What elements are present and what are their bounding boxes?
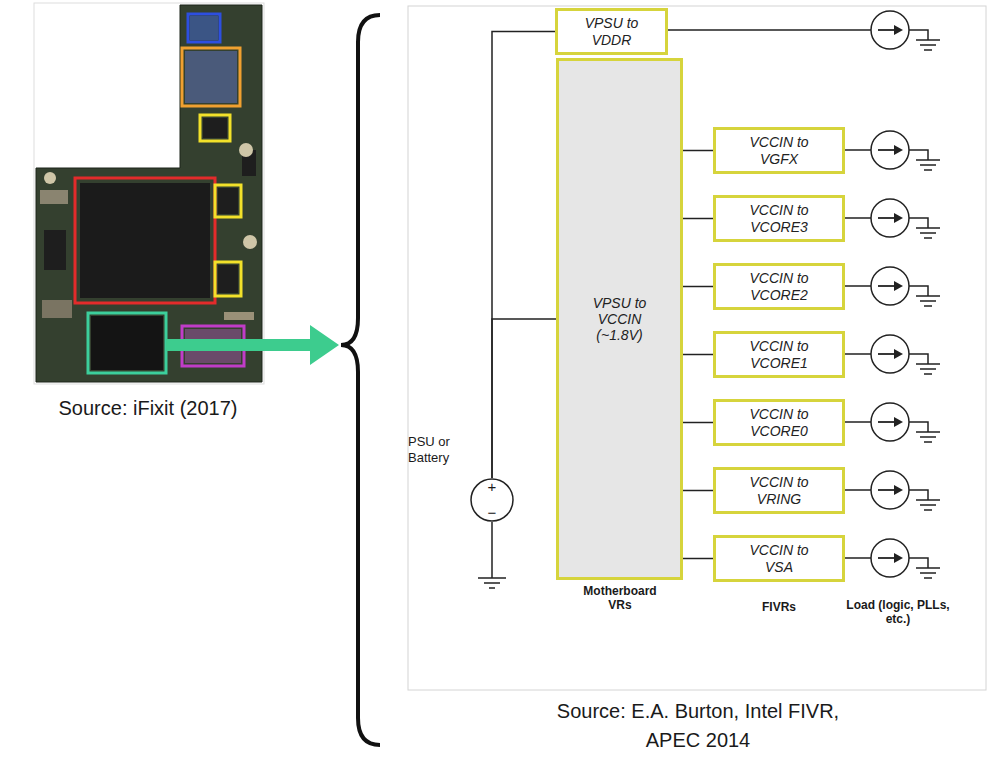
highlight-box bbox=[182, 48, 240, 106]
wire-connector bbox=[492, 319, 556, 478]
fivr-box: VCCIN to VRING bbox=[713, 467, 845, 514]
curly-brace bbox=[341, 15, 380, 745]
column-label: FIVRs bbox=[740, 600, 818, 614]
processor-chip bbox=[80, 183, 210, 298]
fivr-box: VCCIN to VGFX bbox=[713, 127, 845, 174]
fivr-box: VCCIN to VCORE1 bbox=[713, 331, 845, 378]
highlight-box bbox=[215, 185, 241, 217]
box-label: VCCIN to VRING bbox=[739, 474, 819, 506]
wire-connector bbox=[683, 422, 713, 424]
box-label: VCCIN to VCORE3 bbox=[739, 202, 819, 234]
wire-connector bbox=[683, 354, 713, 356]
highlight-box bbox=[215, 262, 241, 296]
box-label: VCCIN to VGFX bbox=[739, 134, 819, 166]
regulator-box: VPSU to VDDR bbox=[555, 8, 668, 55]
box-label: VPSU to VCCIN (~1.8V) bbox=[589, 295, 651, 343]
highlight-box bbox=[188, 14, 220, 42]
wire-connector bbox=[683, 286, 713, 288]
current-source bbox=[871, 335, 940, 374]
current-source bbox=[871, 471, 940, 510]
fivr-box: VCCIN to VCORE0 bbox=[713, 399, 845, 446]
photo-frame bbox=[34, 3, 264, 384]
fivr-box: VCCIN to VCORE3 bbox=[713, 195, 845, 242]
wire-connector bbox=[683, 490, 713, 492]
source-caption: Source: iFixit (2017) bbox=[18, 396, 278, 421]
chip bbox=[190, 16, 218, 40]
chip bbox=[203, 118, 227, 138]
fivr-box: VCCIN to VSA bbox=[713, 535, 845, 582]
ground-symbol bbox=[478, 522, 506, 588]
box-label: VCCIN to VCORE0 bbox=[739, 406, 819, 438]
current-source bbox=[871, 403, 940, 442]
current-source bbox=[871, 267, 940, 306]
wire-connector bbox=[683, 218, 713, 220]
current-source bbox=[871, 131, 940, 170]
wire-connector bbox=[683, 150, 713, 152]
column-label: Motherboard VRs bbox=[576, 584, 664, 613]
box-label: VPSU to VDDR bbox=[572, 15, 652, 47]
current-source bbox=[871, 539, 940, 578]
board-components bbox=[40, 143, 257, 320]
chip bbox=[185, 51, 237, 103]
circuit-board bbox=[36, 5, 262, 382]
pmic-chip bbox=[91, 316, 163, 370]
battery-symbol: PSU or Battery+− bbox=[470, 478, 514, 522]
highlight-box bbox=[200, 115, 230, 141]
diagram-panel bbox=[408, 6, 986, 690]
current-source bbox=[871, 11, 940, 50]
polarity-sign: − bbox=[470, 505, 514, 520]
column-label: Load (logic, PLLs, etc.) bbox=[834, 598, 962, 627]
current-source bbox=[871, 199, 940, 238]
wire-connector bbox=[492, 32, 555, 479]
battery-label: PSU or Battery bbox=[408, 434, 466, 465]
wire-connector bbox=[683, 558, 713, 560]
box-label: VCCIN to VCORE1 bbox=[739, 338, 819, 370]
source-caption: Source: E.A. Burton, Intel FIVR, APEC 20… bbox=[528, 697, 868, 755]
fivr-box: VCCIN to VCORE2 bbox=[713, 263, 845, 310]
box-label: VCCIN to VCORE2 bbox=[739, 270, 819, 302]
wire bbox=[668, 30, 871, 558]
highlight-box bbox=[88, 313, 166, 373]
polarity-sign: + bbox=[470, 479, 514, 494]
highlight-box bbox=[75, 178, 215, 303]
box-label: VCCIN to VSA bbox=[739, 542, 819, 574]
regulator-box: VPSU to VCCIN (~1.8V) bbox=[556, 58, 683, 580]
chip bbox=[218, 188, 238, 214]
chip bbox=[218, 265, 238, 293]
pointer-arrow bbox=[166, 325, 339, 365]
